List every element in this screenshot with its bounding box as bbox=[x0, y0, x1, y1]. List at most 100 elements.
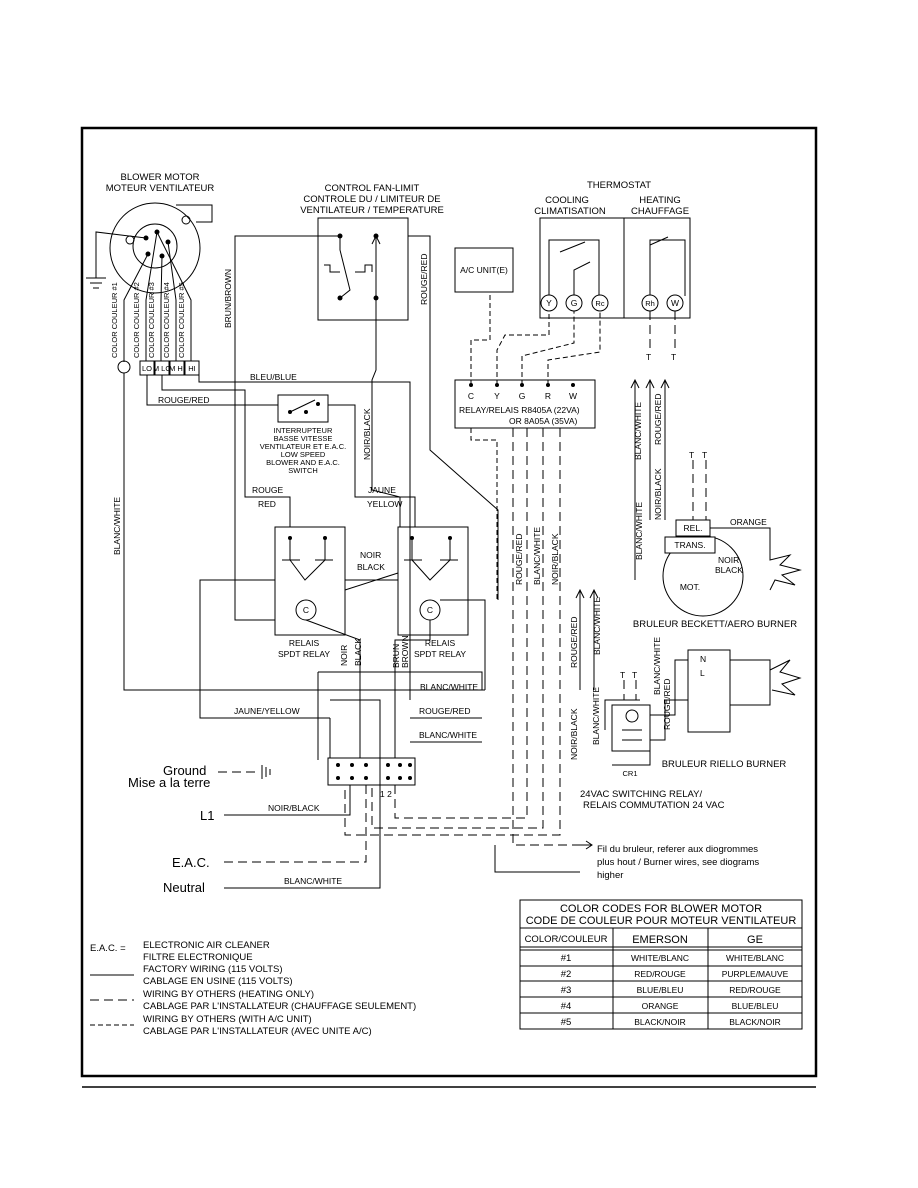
legend-factory-fr: CABLAGE EN USINE (115 VOLTS) bbox=[143, 976, 293, 987]
table-cell: BLUE/BLEU bbox=[732, 1001, 779, 1011]
burner-note: Fil du bruleur, referer aux diogrommes p… bbox=[597, 844, 759, 881]
control-title: CONTROL FAN-LIMIT bbox=[325, 183, 420, 194]
relay-model-alt: OR 8A05A (35VA) bbox=[509, 416, 578, 426]
left-terminals: Ground Mise a la terre L1 E.A.C. Neutral bbox=[128, 763, 271, 895]
beckett-rr: ROUGE/RED bbox=[653, 394, 663, 445]
svg-text:T: T bbox=[702, 450, 707, 460]
speed-hi: HI bbox=[188, 364, 196, 373]
terminal-numbers: 1 2 bbox=[380, 789, 392, 799]
beckett-mot: MOT. bbox=[680, 582, 700, 592]
factory-wiring bbox=[123, 235, 499, 889]
tstat-rh: Rh bbox=[645, 299, 655, 308]
wire-labels: BRUN/BROWN ROUGE/RED BLEU/BLUE ROUGE/RED… bbox=[112, 254, 560, 886]
burner-note-2: plus hout / Burner wires, see diograms bbox=[597, 857, 759, 868]
beckett-bw: BLANC/WHITE bbox=[634, 502, 644, 560]
blower-title: BLOWER MOTOR bbox=[121, 172, 200, 183]
eac-label: E.A.C. bbox=[172, 855, 210, 870]
beckett-rel: REL. bbox=[684, 523, 703, 533]
spdt-right-label-2: SPDT RELAY bbox=[414, 649, 466, 659]
blower-motor: BLOWER MOTOR MOTEUR VENTILATEUR COLOR CO… bbox=[86, 172, 215, 376]
beckett-black: BLACK bbox=[715, 565, 743, 575]
beckett-bw-top: BLANC/WHITE bbox=[633, 402, 643, 460]
riello-cr1: CR1 bbox=[622, 769, 637, 778]
color-label-1: COLOR COULEUR #1 bbox=[110, 282, 119, 358]
riello-title: BRULEUR RIELLO BURNER bbox=[662, 759, 787, 770]
ac-unit-label: A/C UNIT(E) bbox=[460, 265, 508, 275]
svg-text:T: T bbox=[646, 352, 651, 362]
low-speed-switch: INTERRUPTEUR BASSE VITESSE VENTILATEUR E… bbox=[260, 394, 346, 475]
mise-label: Mise a la terre bbox=[128, 775, 210, 790]
table-cell: #1 bbox=[561, 953, 572, 964]
th-emerson: EMERSON bbox=[632, 934, 688, 946]
label-black-2: BLACK bbox=[353, 638, 363, 666]
label-black: BLACK bbox=[357, 562, 385, 572]
label-rouge-red-b: ROUGE/RED bbox=[419, 706, 470, 716]
riello-bw-2: BLANC/WHITE bbox=[652, 637, 662, 695]
label-bleu-blue: BLEU/BLUE bbox=[250, 372, 297, 382]
spdt-relay-left: C RELAIS SPDT RELAY bbox=[274, 526, 346, 659]
switch-text-2: BASSE VITESSE bbox=[274, 434, 333, 443]
burner-note-3: higher bbox=[597, 870, 623, 881]
speed-mhi: M HI bbox=[169, 364, 185, 373]
riello-nb: NOIR/BLACK bbox=[569, 708, 579, 760]
label-noir-2: NOIR bbox=[339, 645, 349, 666]
svg-text:T: T bbox=[620, 670, 625, 680]
label-jaune: JAUNE bbox=[368, 485, 396, 495]
legend-factory-en: FACTORY WIRING (115 VOLTS) bbox=[143, 964, 283, 975]
spdt-right-c: C bbox=[427, 605, 433, 615]
switch-text-4: LOW SPEED bbox=[281, 450, 326, 459]
relay-model: RELAY/RELAIS R8405A (22VA) bbox=[459, 405, 580, 415]
riello-bw: BLANC/WHITE bbox=[591, 687, 601, 745]
label-rouge-red-d: ROUGE/RED bbox=[514, 534, 524, 585]
terminal-block: 1 2 bbox=[327, 757, 416, 799]
spdt-right-label: RELAIS bbox=[425, 638, 456, 648]
table-title-fr: CODE DE COULEUR POUR MOTEUR VENTILATEUR bbox=[526, 915, 797, 927]
color-code-table: COLOR CODES FOR BLOWER MOTOR CODE DE COU… bbox=[519, 899, 803, 1030]
cooling-label: COOLING bbox=[545, 195, 589, 206]
switch-text-3: VENTILATEUR ET E.A.C. bbox=[260, 442, 346, 451]
riello-bw-top: BLANC/WHITE bbox=[592, 597, 602, 655]
blower-title-fr: MOTEUR VENTILATEUR bbox=[106, 183, 215, 194]
beckett-title: BRULEUR BECKETT/AERO BURNER bbox=[633, 619, 797, 630]
label-blanc-white-v: BLANC/WHITE bbox=[112, 497, 122, 555]
riello-burner: ROUGE/RED BLANC/WHITE NOIR/BLACK BLANC/W… bbox=[569, 588, 802, 811]
tstat-rc: Rc bbox=[595, 299, 604, 308]
table-cell: BLACK/NOIR bbox=[729, 1017, 781, 1027]
table-cell: PURPLE/MAUVE bbox=[722, 969, 789, 979]
label-blanc-white-n: BLANC/WHITE bbox=[284, 876, 342, 886]
table-cell: RED/ROUGE bbox=[634, 969, 686, 979]
l1-label: L1 bbox=[200, 808, 214, 823]
spdt-left-label-2: SPDT RELAY bbox=[278, 649, 330, 659]
control-title-2: CONTROLE DU / LIMITEUR DE bbox=[303, 194, 440, 205]
diagram-frame bbox=[80, 126, 818, 1078]
neutral-label: Neutral bbox=[163, 880, 205, 895]
riello-relay-1: 24VAC SWITCHING RELAY/ bbox=[580, 789, 702, 800]
label-rouge-red-h: ROUGE/RED bbox=[158, 395, 209, 405]
switch-text-1: INTERRUPTEUR bbox=[274, 426, 333, 435]
spdt-left-c: C bbox=[303, 605, 309, 615]
label-rouge: ROUGE bbox=[252, 485, 284, 495]
switch-text-6: SWITCH bbox=[288, 466, 318, 475]
label-rouge-red-v: ROUGE/RED bbox=[419, 254, 429, 305]
chauffage-label: CHAUFFAGE bbox=[631, 206, 689, 217]
label-noir-black-l1: NOIR/BLACK bbox=[268, 803, 320, 813]
riello-l: L bbox=[700, 668, 705, 678]
svg-text:T: T bbox=[689, 450, 694, 460]
beckett-orange: ORANGE bbox=[730, 517, 767, 527]
heating-label: HEATING bbox=[639, 195, 681, 206]
label-blanc-white-b: BLANC/WHITE bbox=[419, 730, 477, 740]
table-cell: WHITE/BLANC bbox=[726, 953, 784, 963]
label-yellow: YELLOW bbox=[367, 499, 402, 509]
tstat-w: W bbox=[671, 298, 679, 308]
ground-label: Ground bbox=[163, 763, 206, 778]
ac-unit: A/C UNIT(E) bbox=[454, 247, 514, 293]
table-cell: WHITE/BLANC bbox=[631, 953, 689, 963]
control-title-3: VENTILATEUR / TEMPERATURE bbox=[300, 205, 444, 216]
relay-r8405a: C Y G R W RELAY/RELAIS R8405A (22VA) OR … bbox=[454, 292, 601, 600]
legend-eac-en: ELECTRONIC AIR CLEANER bbox=[143, 940, 270, 951]
relay-w: W bbox=[569, 391, 577, 401]
label-noir-black-v: NOIR/BLACK bbox=[362, 408, 372, 460]
speed-mlo: M LO bbox=[153, 364, 172, 373]
relay-r: R bbox=[545, 391, 551, 401]
